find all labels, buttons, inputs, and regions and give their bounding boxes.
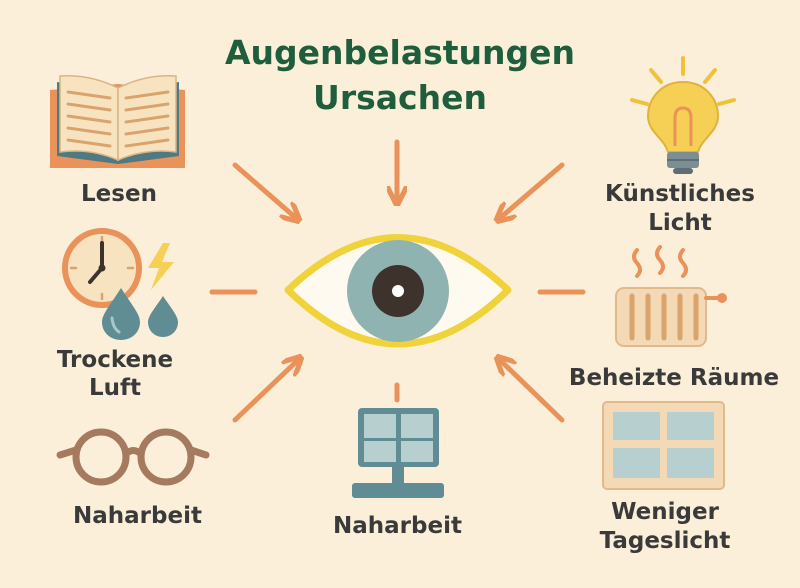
title-line-1: Augenbelastungen <box>224 33 575 72</box>
lightning-icon <box>148 243 174 290</box>
arrow-bottom-right <box>500 360 565 423</box>
label-artificial-light-line-2: Licht <box>648 210 712 236</box>
clock-icon <box>62 228 142 308</box>
label-less-daylight-line-1: Weniger <box>611 499 719 525</box>
label-near-work-computer: Naharbeit <box>333 513 462 539</box>
label-heated-rooms: Beheizte Räume <box>568 365 780 391</box>
label-reading: Lesen <box>81 181 157 207</box>
title-line-2: Ursachen <box>313 78 487 117</box>
computer-icon <box>352 408 444 498</box>
eye-icon <box>284 234 512 348</box>
glasses-icon <box>56 428 210 486</box>
light-bulb-icon <box>630 56 736 174</box>
water-drops-icon <box>102 288 178 340</box>
arrow-top-right <box>500 162 565 218</box>
arrow-top-left <box>232 162 296 218</box>
label-dry-air-line-2: Luft <box>88 375 142 401</box>
radiator-icon <box>615 287 727 347</box>
label-near-work-glasses: Naharbeit <box>73 503 202 529</box>
label-less-daylight-line-2: Tageslicht <box>599 528 731 554</box>
window-icon <box>602 401 725 490</box>
steam-icon <box>632 245 688 278</box>
book-icon <box>50 75 185 168</box>
label-dry-air-line-1: Trockene <box>56 347 174 373</box>
arrow-bottom-left <box>232 360 298 423</box>
label-artificial-light-line-1: Künstliches <box>605 181 755 207</box>
